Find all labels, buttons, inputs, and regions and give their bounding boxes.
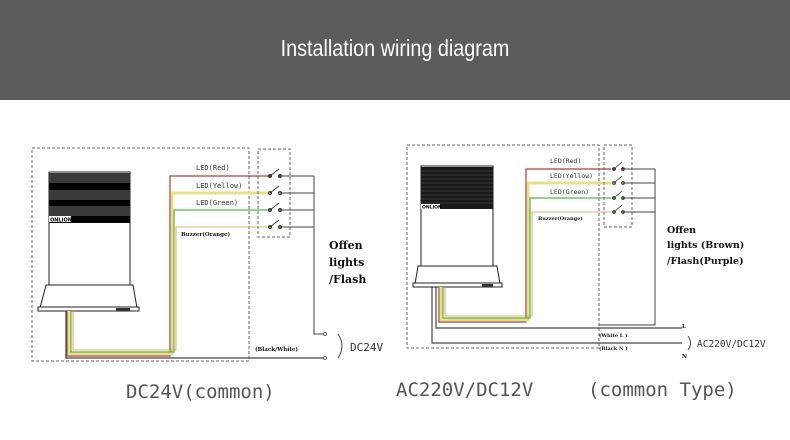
supply-brace	[337, 333, 343, 359]
left-wires	[65, 175, 324, 359]
wire-red	[66, 175, 270, 357]
left-caption: DC24V(common)	[126, 381, 275, 403]
left-bus-wires	[280, 175, 324, 335]
left-light-tower: ONLION	[37, 171, 140, 312]
switch-buzzer	[612, 204, 625, 214]
wire-red	[438, 168, 611, 323]
page-title: Installation wiring diagram	[280, 34, 510, 61]
brand-plate	[49, 216, 71, 222]
tower-base	[414, 265, 501, 285]
terminal-N-label: N	[682, 354, 687, 360]
terminal-positive	[323, 332, 327, 336]
supply-brace	[687, 335, 691, 351]
label-buzzer: Buzzer(Orange)	[181, 231, 230, 238]
switch-buzzer	[267, 219, 282, 229]
label-led-red: LED(Red)	[550, 157, 581, 165]
label-led-green: LED(Green)	[196, 199, 238, 207]
wire-white-live	[435, 287, 682, 329]
right-caption-main: AC220V/DC12V	[396, 379, 533, 401]
label-led-yellow: LED(Yellow)	[550, 172, 593, 180]
wire-yellow	[67, 191, 270, 356]
wire-black-neutral	[431, 287, 682, 344]
brand-plate	[421, 204, 440, 209]
label-common: (Black/White)	[255, 346, 298, 353]
right-enclosure-box	[406, 144, 600, 349]
wire-yellow	[439, 181, 611, 322]
label-led-red: LED(Red)	[196, 164, 230, 172]
wire-orange	[72, 226, 270, 351]
label-neutral: (Black N )	[599, 345, 628, 352]
right-light-tower: ONLION	[412, 165, 503, 288]
wire-common	[65, 311, 324, 359]
supply-label: DC24V	[350, 341, 383, 354]
terminal-negative	[323, 356, 327, 360]
label-led-green: LED(Green)	[550, 188, 589, 196]
note-line-3: /Flash(Purple)	[667, 256, 744, 267]
tower-divider	[49, 183, 130, 190]
switch-red	[612, 161, 625, 171]
right-switches	[612, 161, 625, 214]
note-line-3: /Flash	[329, 273, 366, 286]
right-diagram: ONLION LED(Red) LED(Yellow) LED(Green) B…	[396, 144, 766, 401]
supply-label: AC220V/DC12V	[697, 339, 766, 350]
note-line-2: lights	[329, 256, 364, 269]
switch-green	[612, 190, 625, 200]
switch-yellow	[612, 175, 625, 185]
grille-lines	[421, 170, 493, 204]
tower-base	[39, 284, 138, 309]
note-line-1: Offen	[329, 239, 363, 252]
tower-light-segments	[49, 173, 130, 217]
label-live: (White L )	[599, 332, 627, 339]
terminal-L-label: L	[682, 324, 686, 330]
brand-label: ONLION	[422, 204, 442, 210]
tower-base-plate	[37, 306, 140, 312]
tower-light-grille	[421, 167, 493, 209]
tower-divider	[49, 200, 130, 206]
header-banner: Installation wiring diagram	[0, 0, 790, 100]
right-wires	[431, 168, 682, 344]
right-switch-box	[603, 144, 633, 228]
base-label-plate	[116, 308, 130, 311]
label-led-yellow: LED(Yellow)	[196, 182, 242, 190]
switch-red	[267, 168, 282, 178]
label-buzzer: Buzzer(Orange)	[538, 215, 583, 222]
switch-yellow	[267, 185, 282, 195]
note-line-2: lights (Brown)	[667, 240, 744, 251]
wire-green	[442, 197, 611, 319]
note-line-1: Offen	[667, 225, 696, 236]
tower-base-plate	[412, 282, 503, 288]
base-label-plate	[482, 284, 493, 287]
brand-label: ONLION	[50, 218, 72, 224]
right-caption-type: (common Type)	[588, 379, 737, 401]
left-diagram: ONLION LED(Red) LED(Yellow) LED(Green) B…	[31, 147, 383, 403]
tower-brand-band	[49, 216, 130, 223]
wire-green	[70, 209, 270, 353]
switch-green	[267, 202, 282, 212]
wire-orange	[444, 211, 611, 317]
right-bus-wires	[599, 168, 656, 326]
left-switches	[267, 168, 282, 229]
